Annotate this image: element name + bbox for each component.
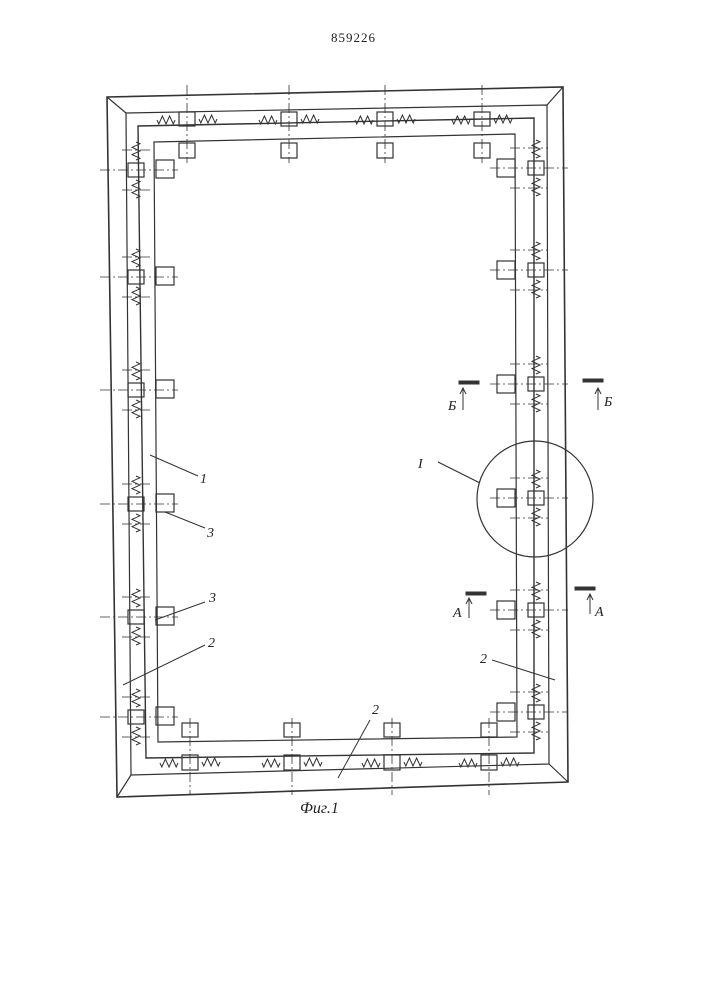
spacer-blocks <box>128 112 544 770</box>
spring <box>532 508 540 526</box>
spring <box>532 242 540 260</box>
spring <box>301 115 319 123</box>
spring <box>132 180 140 198</box>
spring <box>259 116 277 124</box>
spring <box>202 758 220 766</box>
label-part-2b: 2 <box>480 652 487 667</box>
spacer-block <box>156 707 174 725</box>
spring <box>501 758 519 766</box>
spring <box>262 759 280 767</box>
spring <box>304 758 322 766</box>
label-detail-I: I <box>417 457 424 472</box>
spacer-block <box>156 494 174 512</box>
spacer-block <box>156 267 174 285</box>
spring <box>132 362 140 380</box>
label-part-3b: 3 <box>208 591 216 606</box>
spring <box>160 759 178 767</box>
spring <box>532 394 540 412</box>
spring <box>132 627 140 645</box>
spring <box>132 727 140 745</box>
spring <box>157 116 175 124</box>
spring <box>132 589 140 607</box>
label-part-2a: 2 <box>208 636 215 651</box>
spring <box>132 514 140 532</box>
spring <box>397 115 415 123</box>
spring <box>532 470 540 488</box>
spring <box>532 620 540 638</box>
spring <box>132 249 140 267</box>
spring <box>532 722 540 740</box>
spring <box>362 759 380 767</box>
label-section-A-left: А <box>452 606 462 621</box>
detail-leader <box>438 462 480 483</box>
spring <box>355 116 373 124</box>
label-part-1: 1 <box>200 472 207 487</box>
spring <box>532 178 540 196</box>
spring <box>132 287 140 305</box>
spring <box>132 142 140 160</box>
spacer-block <box>156 160 174 178</box>
leader-lines <box>123 455 555 778</box>
outer-frame <box>107 87 568 797</box>
spring <box>132 689 140 707</box>
figure-caption: Фиг.1 <box>300 800 339 818</box>
spring <box>532 684 540 702</box>
spring <box>132 400 140 418</box>
inner-frame <box>138 118 534 758</box>
spacer-block <box>156 380 174 398</box>
spring <box>532 582 540 600</box>
spring <box>532 356 540 374</box>
label-section-B-right: Б <box>603 395 612 410</box>
spring <box>199 115 217 123</box>
label-section-A-right: А <box>594 605 604 620</box>
center-lines <box>100 85 568 795</box>
section-markers <box>459 379 603 618</box>
label-part-2c: 2 <box>372 703 379 718</box>
label-section-B-left: Б <box>447 399 456 414</box>
spring <box>132 476 140 494</box>
label-part-3a: 3 <box>206 526 214 541</box>
detail-circle <box>477 441 593 557</box>
spring <box>404 758 422 766</box>
springs <box>132 115 540 767</box>
spring <box>532 280 540 298</box>
spring <box>532 140 540 158</box>
spring <box>459 759 477 767</box>
